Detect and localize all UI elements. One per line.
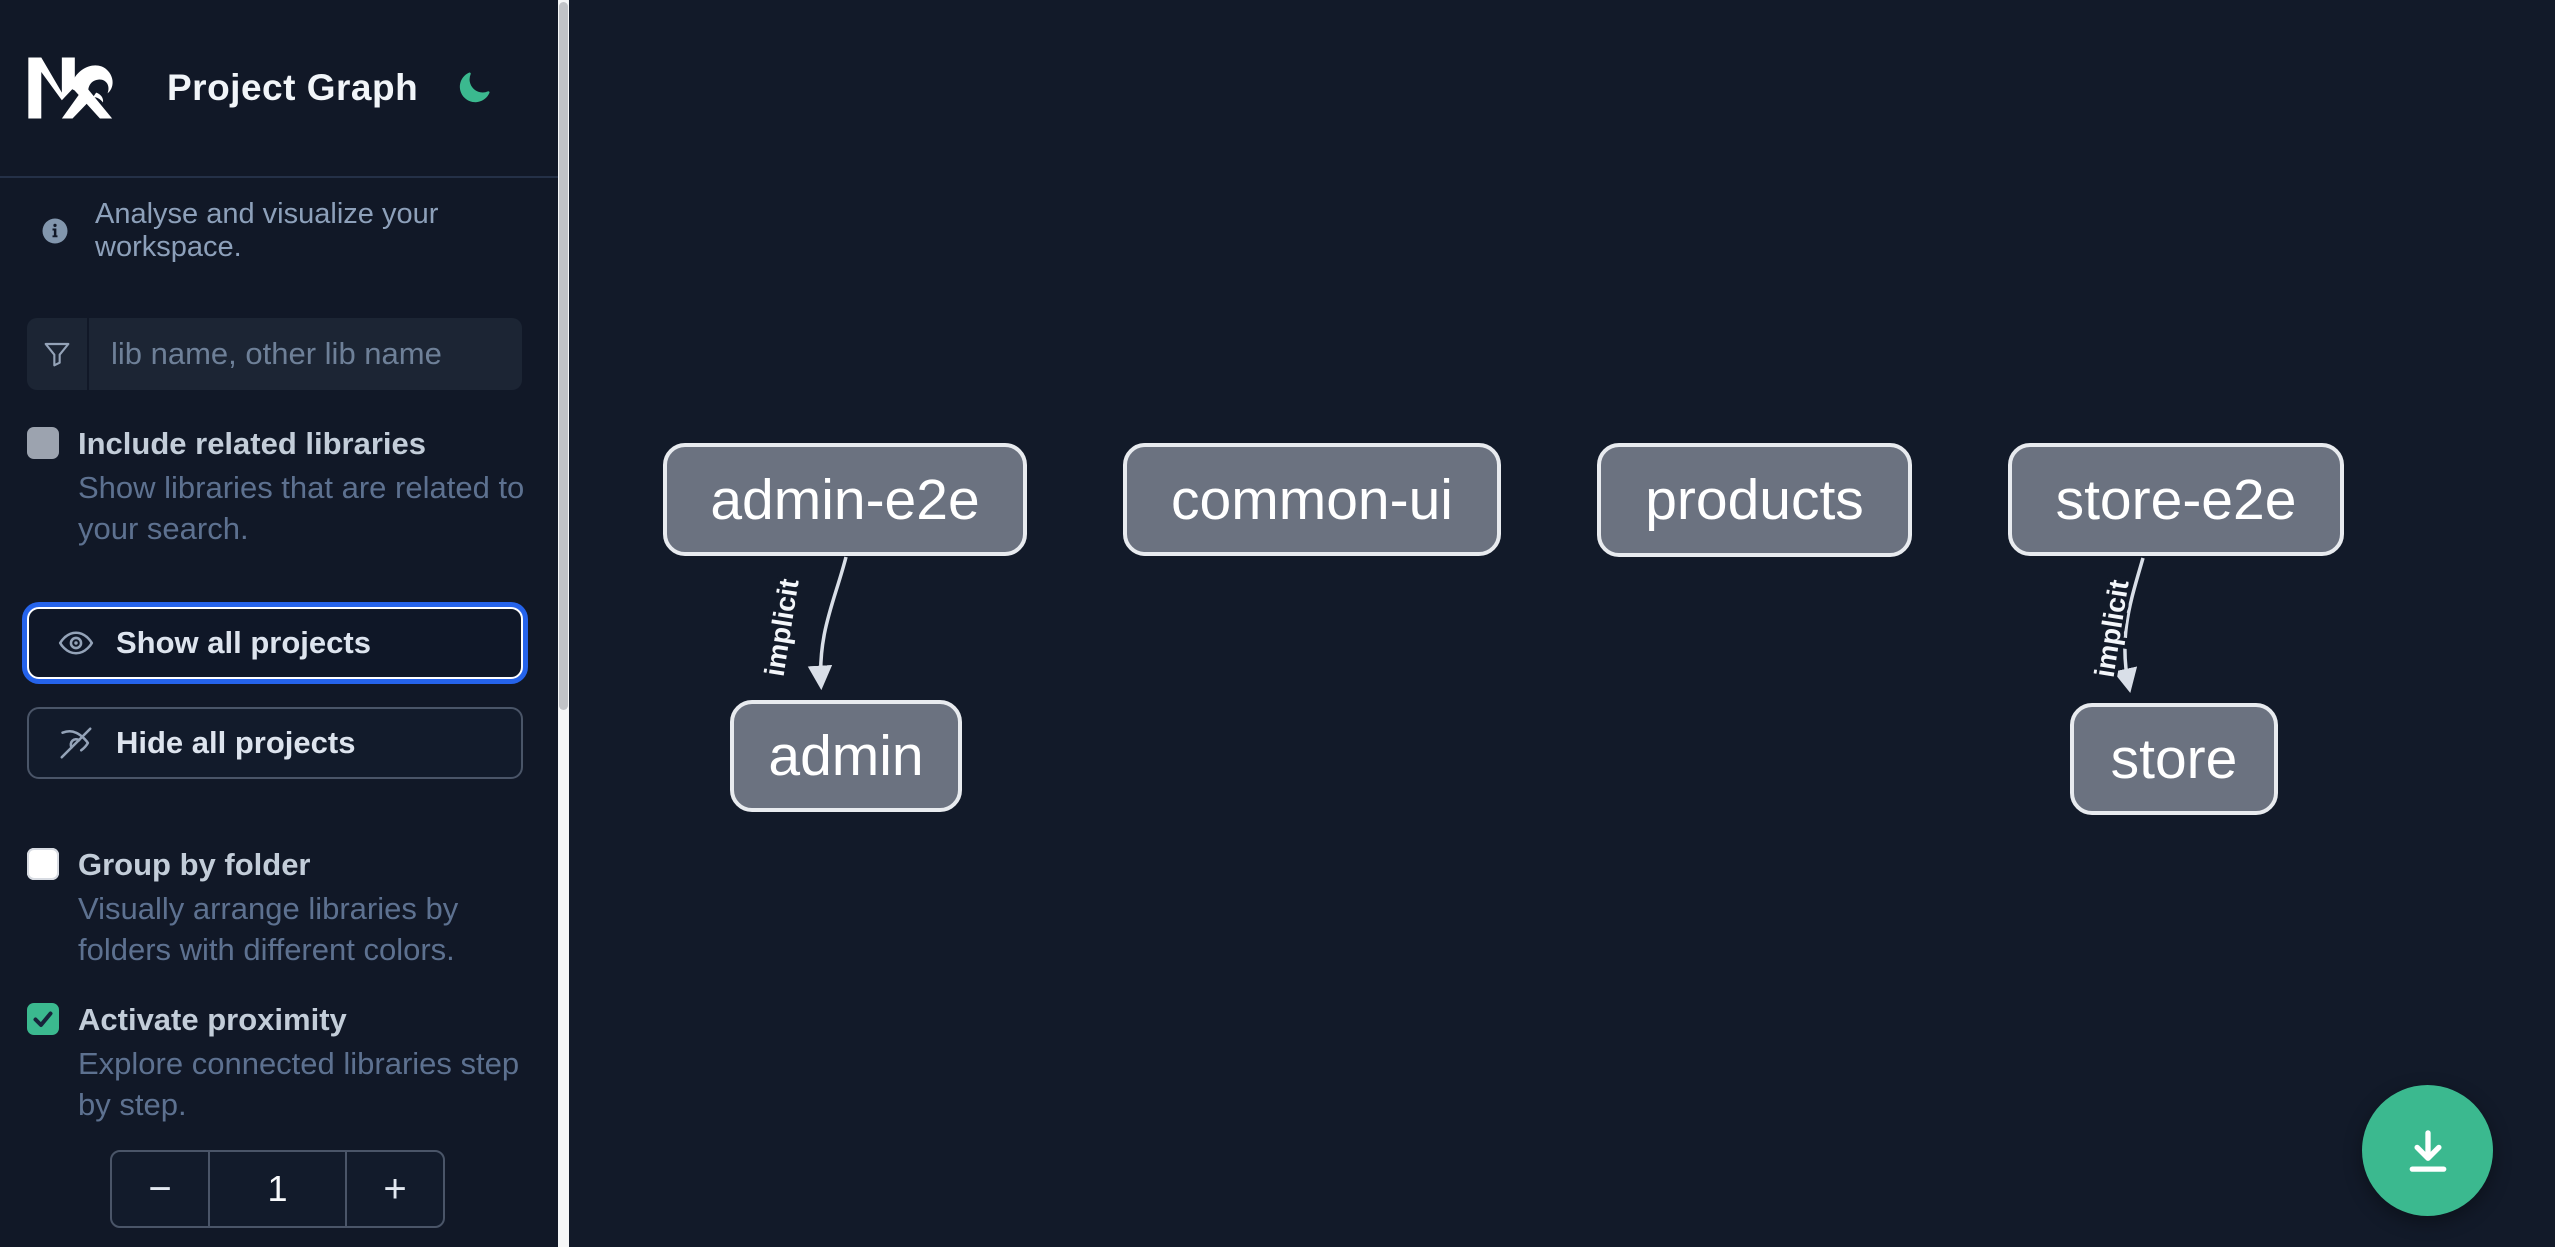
hide-all-projects-label: Hide all projects: [116, 725, 356, 760]
option-label: Activate proximity: [78, 1002, 347, 1037]
download-icon: [2409, 1129, 2446, 1172]
search-input[interactable]: [89, 318, 522, 390]
option-label: Include related libraries: [78, 426, 427, 461]
show-all-projects-button[interactable]: Show all projects: [27, 607, 523, 679]
graph-node-admin-e2e[interactable]: admin-e2e: [663, 443, 1027, 556]
edge-label-store-e2e-store: implicit: [2089, 578, 2135, 680]
checkbox-include-related-libraries[interactable]: [27, 427, 59, 459]
graph-edge-store-e2e-store: [2113, 557, 2145, 693]
graph-node-store-e2e[interactable]: store-e2e: [2008, 443, 2344, 556]
checkbox-group-by-folder[interactable]: [27, 848, 59, 880]
proximity-decrement-button[interactable]: −: [112, 1152, 208, 1226]
filter-icon: [27, 318, 89, 390]
scrollbar-thumb[interactable]: [559, 2, 568, 710]
check-icon: [33, 1011, 53, 1027]
sidebar: Project Graph Analyse and visualize your…: [0, 0, 558, 1247]
option-description: Explore connected libraries step by step…: [78, 1046, 520, 1123]
info-icon: [42, 218, 68, 244]
proximity-stepper: − 1 +: [110, 1150, 445, 1228]
tagline-row: Analyse and visualize your workspace.: [40, 198, 558, 264]
graph-canvas[interactable]: admin-e2e common-ui products store-e2e admin…: [569, 0, 2555, 1247]
option-description: Visually arrange libraries by folders wi…: [78, 891, 459, 968]
show-all-projects-label: Show all projects: [116, 625, 371, 660]
edge-label-admin-e2e-admin: implicit: [759, 577, 805, 679]
graph-node-admin[interactable]: admin: [730, 700, 962, 812]
moon-icon: [460, 72, 490, 103]
graph-edge-admin-e2e-admin: [807, 556, 848, 691]
graph-node-common-ui[interactable]: common-ui: [1123, 443, 1501, 556]
nx-logo-icon: [28, 57, 113, 119]
hide-all-projects-button[interactable]: Hide all projects: [27, 707, 523, 779]
proximity-increment-button[interactable]: +: [347, 1152, 443, 1226]
checkbox-activate-proximity[interactable]: [27, 1003, 59, 1035]
tagline-text: Analyse and visualize your workspace.: [95, 198, 439, 263]
search-box: [27, 318, 522, 390]
download-graph-button[interactable]: [2362, 1085, 2493, 1216]
graph-node-products[interactable]: products: [1597, 443, 1912, 557]
graph-edges: implicit implicit: [755, 556, 2145, 693]
sidebar-header: Project Graph: [0, 0, 558, 178]
sidebar-scrollbar[interactable]: [558, 0, 569, 1247]
option-include-related-libraries: Include related libraries Show libraries…: [27, 424, 546, 550]
app-title: Project Graph: [167, 67, 419, 108]
option-description: Show libraries that are related to your …: [78, 470, 525, 547]
eye-slash-icon: [60, 727, 92, 759]
proximity-value: 1: [208, 1152, 347, 1226]
option-group-by-folder: Group by folder Visually arrange librari…: [27, 845, 546, 971]
option-label: Group by folder: [78, 847, 311, 882]
graph-node-store[interactable]: store: [2070, 703, 2278, 815]
dark-mode-toggle[interactable]: [454, 68, 494, 108]
eye-icon: [58, 631, 94, 655]
option-activate-proximity: Activate proximity Explore connected lib…: [27, 1000, 546, 1126]
